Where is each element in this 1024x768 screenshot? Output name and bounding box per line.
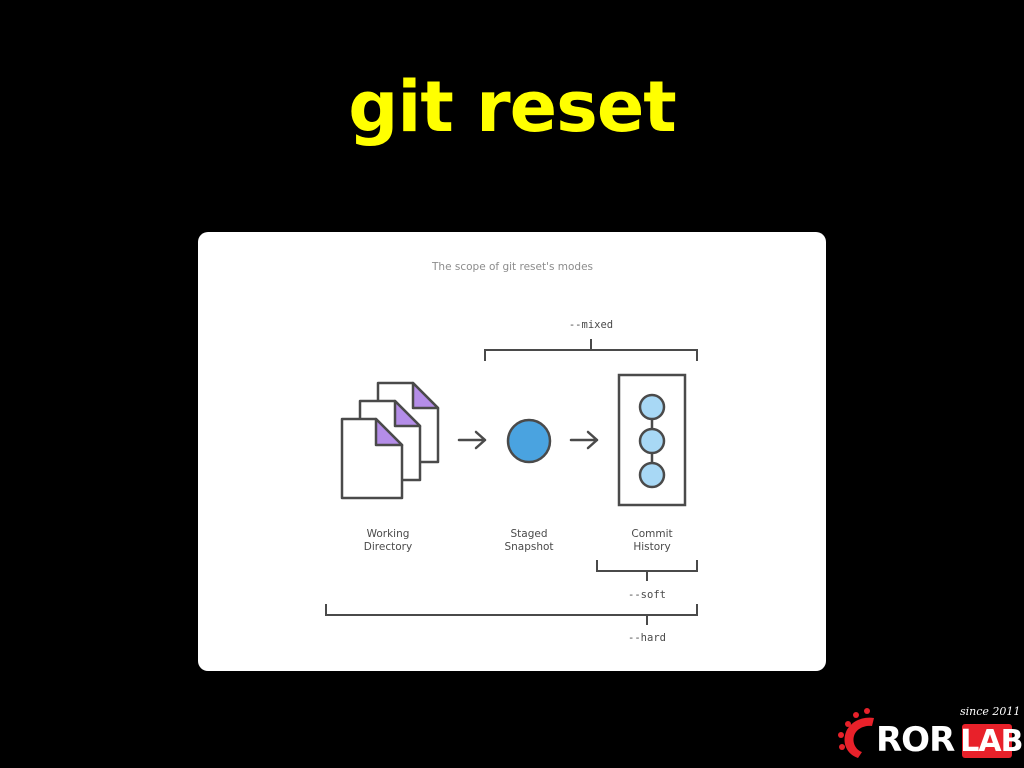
- logo-ror-text: ROR: [876, 720, 955, 760]
- mixed-bracket: [484, 339, 698, 361]
- hard-bracket: [325, 604, 698, 625]
- stage-label: Commit: [631, 528, 672, 540]
- git-reset-diagram: The scope of git reset's modes --mixed: [325, 261, 698, 644]
- slide-title: git reset: [348, 66, 677, 148]
- gear-icon: [838, 708, 874, 758]
- hard-label: --hard: [628, 632, 666, 644]
- lab-box: [962, 724, 1012, 758]
- soft-bracket: [596, 560, 698, 581]
- working-directory-icon: [340, 381, 440, 500]
- arrow-icon: [569, 430, 599, 450]
- soft-label: --soft: [628, 589, 666, 601]
- diagram-card: The scope of git reset's modes --mixed: [198, 232, 826, 671]
- diagram-title: The scope of git reset's modes: [431, 261, 593, 273]
- rorlab-logo: [838, 708, 1012, 758]
- stage-label: Staged: [510, 528, 547, 540]
- commit-history-icon: [617, 373, 687, 507]
- mixed-label: --mixed: [569, 319, 613, 331]
- stage-label: History: [633, 541, 670, 553]
- logo-lab-text: LAB: [960, 724, 1023, 759]
- stage-label: Snapshot: [504, 541, 553, 553]
- since-label: since 2011: [960, 705, 1021, 718]
- staged-snapshot-icon: [506, 418, 552, 464]
- stage-label: Working: [367, 528, 410, 540]
- arrow-icon: [457, 430, 487, 450]
- stage-label: Directory: [364, 541, 412, 553]
